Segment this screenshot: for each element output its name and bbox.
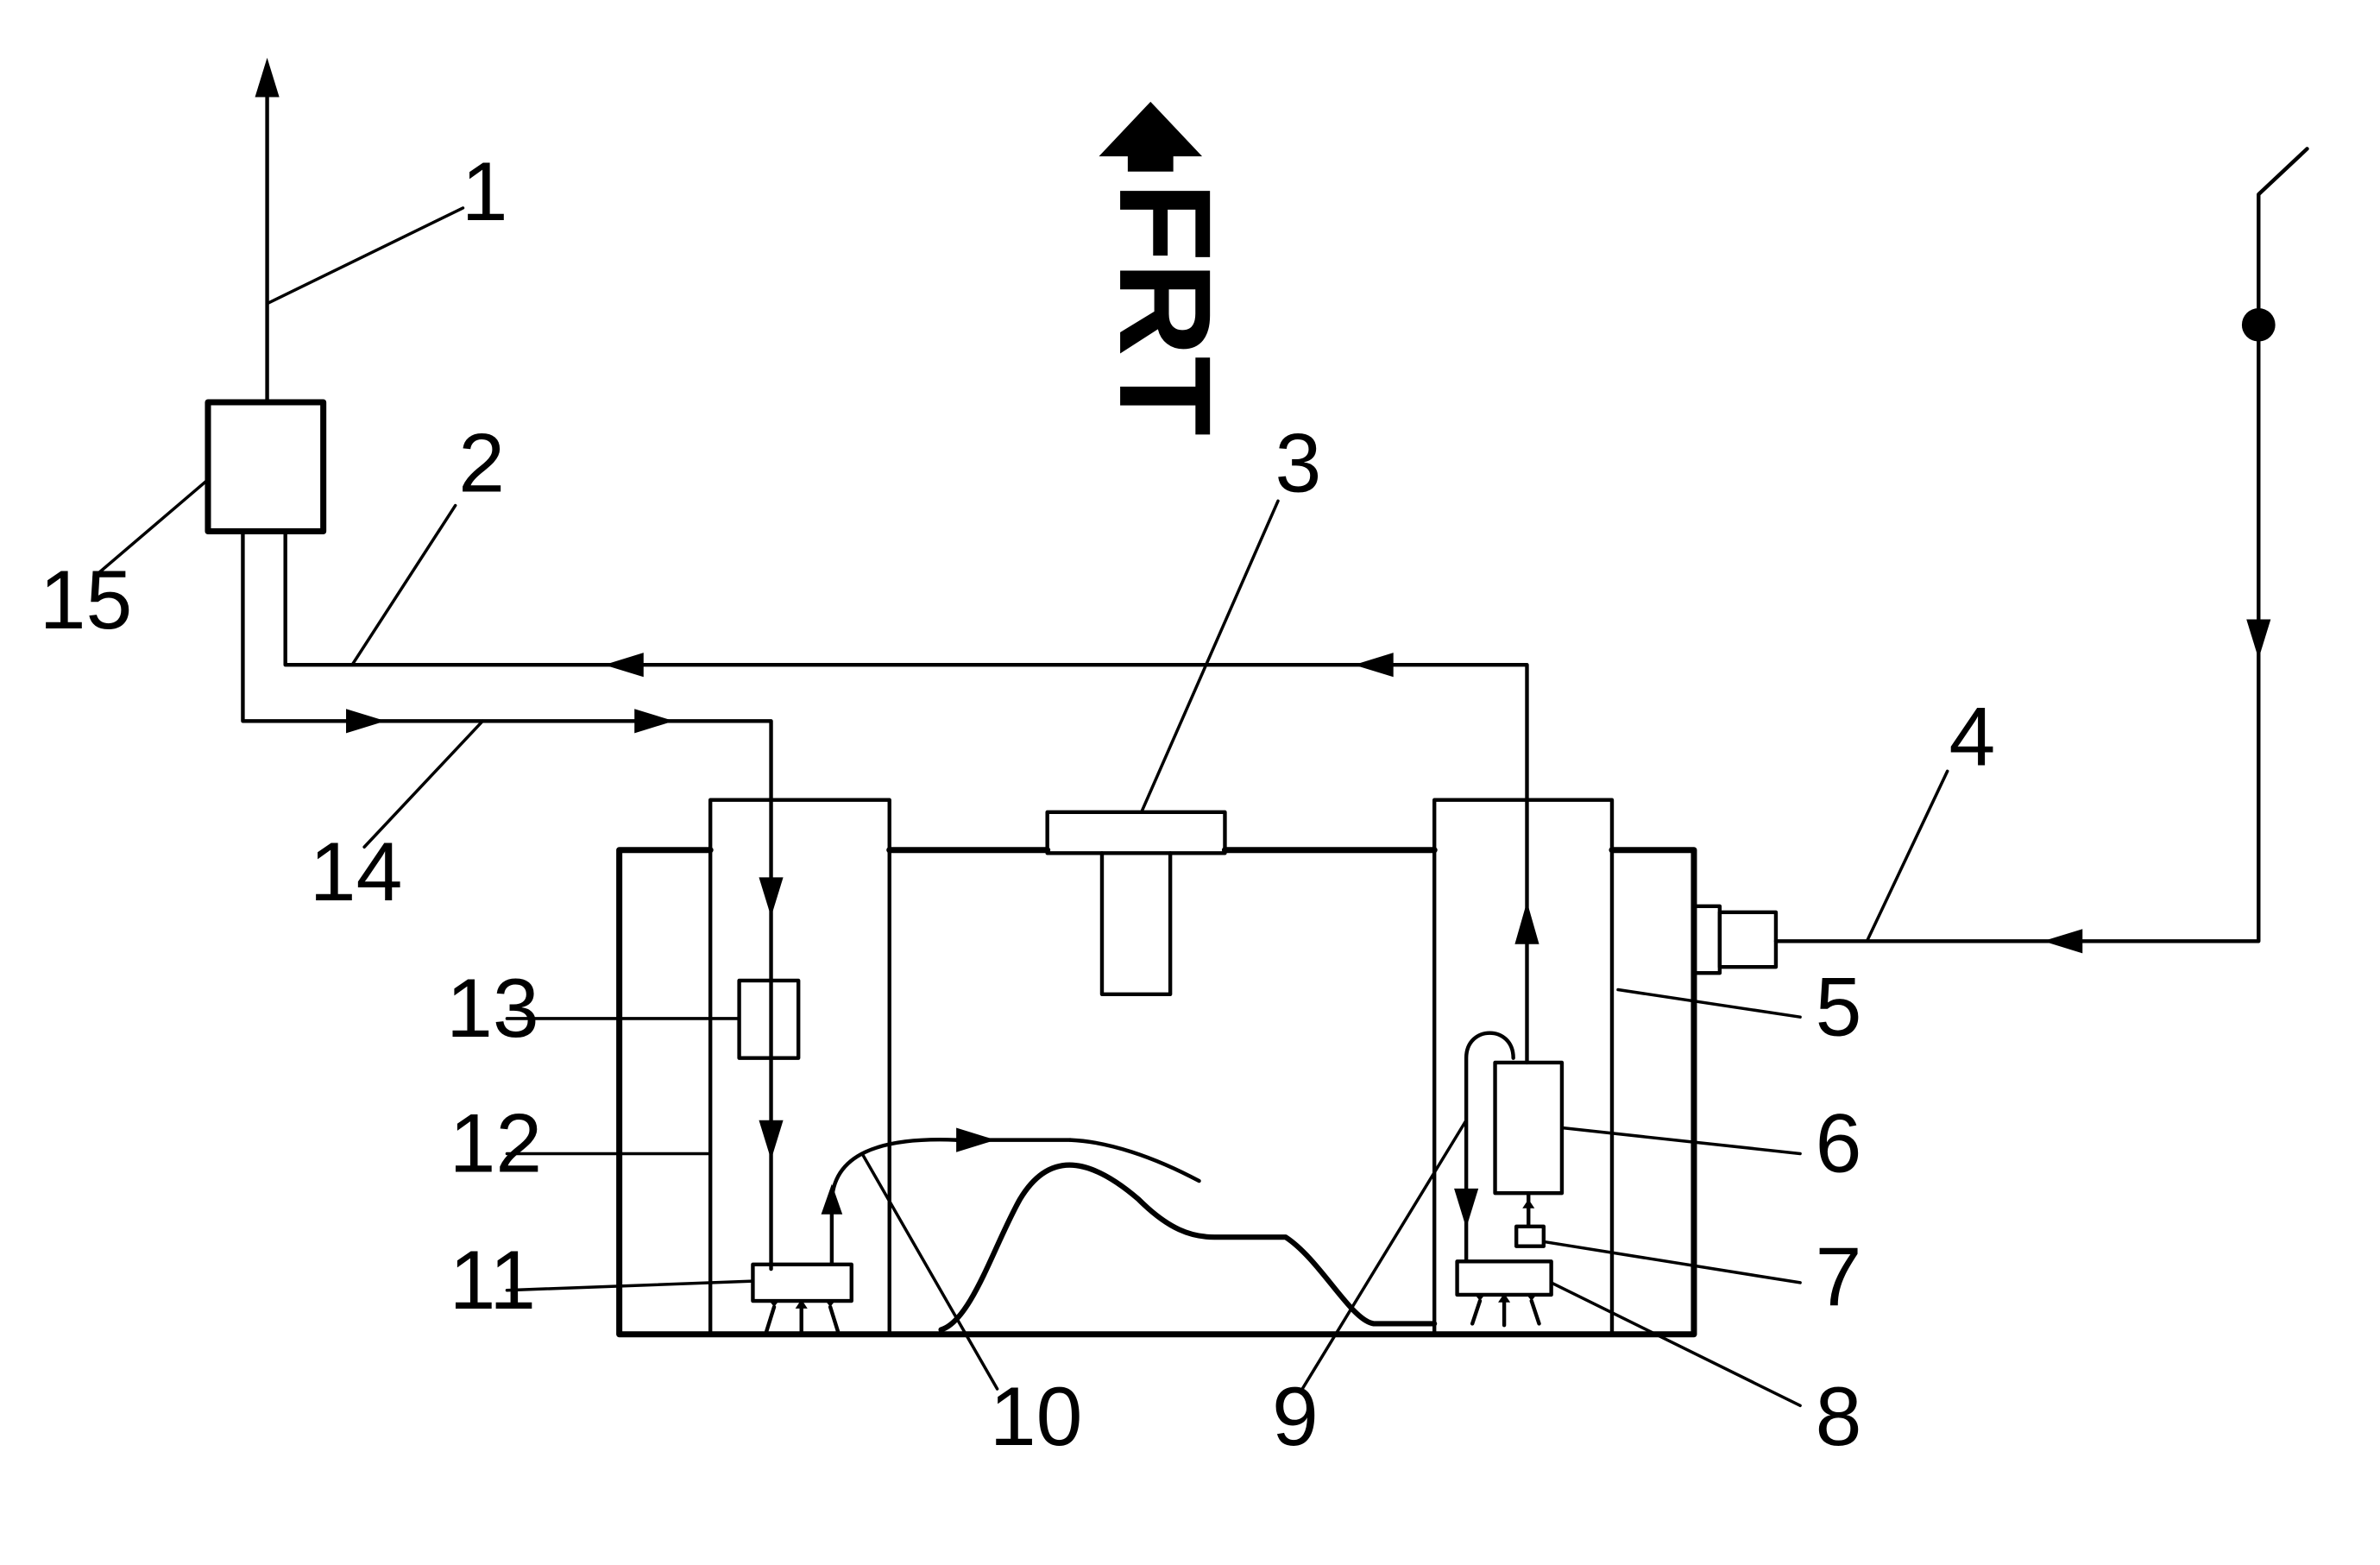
component-7-inlet xyxy=(1514,1190,1546,1248)
callout-14: 14 xyxy=(310,825,403,918)
callout-2: 2 xyxy=(458,417,505,510)
line-14-supply xyxy=(241,529,784,1272)
callout-10: 10 xyxy=(990,1370,1083,1463)
leader-3 xyxy=(1139,499,1280,814)
callout-15: 15 xyxy=(40,553,133,647)
tank-saddle-contour xyxy=(938,1162,1438,1333)
right-module-housing xyxy=(1432,798,1615,1336)
leader-14 xyxy=(362,719,485,849)
leader-15 xyxy=(92,477,210,578)
component-11-jet-pump xyxy=(751,1262,853,1335)
fuel-tank xyxy=(616,847,1697,1338)
callout-3: 3 xyxy=(1275,417,1322,510)
leader-7 xyxy=(1542,1240,1802,1284)
callout-11: 11 xyxy=(450,1234,536,1327)
leader-8 xyxy=(1549,1281,1802,1408)
front-arrow-icon xyxy=(1099,101,1203,172)
line-9-loop xyxy=(1454,1031,1515,1264)
component-3-sender xyxy=(1045,810,1227,997)
leader-6 xyxy=(1560,1126,1802,1156)
left-module-housing xyxy=(708,798,891,1336)
component-15-box xyxy=(205,399,327,534)
component-8-strainer xyxy=(1455,1259,1553,1328)
leader-11 xyxy=(505,1279,755,1292)
leader-10 xyxy=(860,1152,999,1391)
line-2-return xyxy=(283,529,1539,1065)
callout-12: 12 xyxy=(450,1097,543,1190)
component-4-fitting xyxy=(1691,904,1779,975)
leader-9 xyxy=(1300,1119,1468,1391)
leader-5 xyxy=(1616,988,1802,1019)
callout-13: 13 xyxy=(446,962,539,1055)
callout-7: 7 xyxy=(1816,1230,1862,1323)
callout-9: 9 xyxy=(1272,1370,1319,1463)
line-10-transfer xyxy=(821,1127,1201,1267)
leader-2 xyxy=(350,503,457,666)
front-label: FRT xyxy=(1092,182,1237,436)
callout-5: 5 xyxy=(1816,960,1862,1053)
line-4-inlet xyxy=(1773,147,2309,954)
callout-1: 1 xyxy=(462,145,508,238)
line-1-vent xyxy=(255,57,280,405)
leader-1 xyxy=(265,206,465,306)
component-6-fuel-pump xyxy=(1493,1060,1565,1196)
component-13-box xyxy=(737,978,801,1060)
callout-6: 6 xyxy=(1816,1097,1862,1190)
callout-8: 8 xyxy=(1816,1370,1862,1463)
callout-4: 4 xyxy=(1949,690,1995,783)
leader-4 xyxy=(1865,769,1949,943)
